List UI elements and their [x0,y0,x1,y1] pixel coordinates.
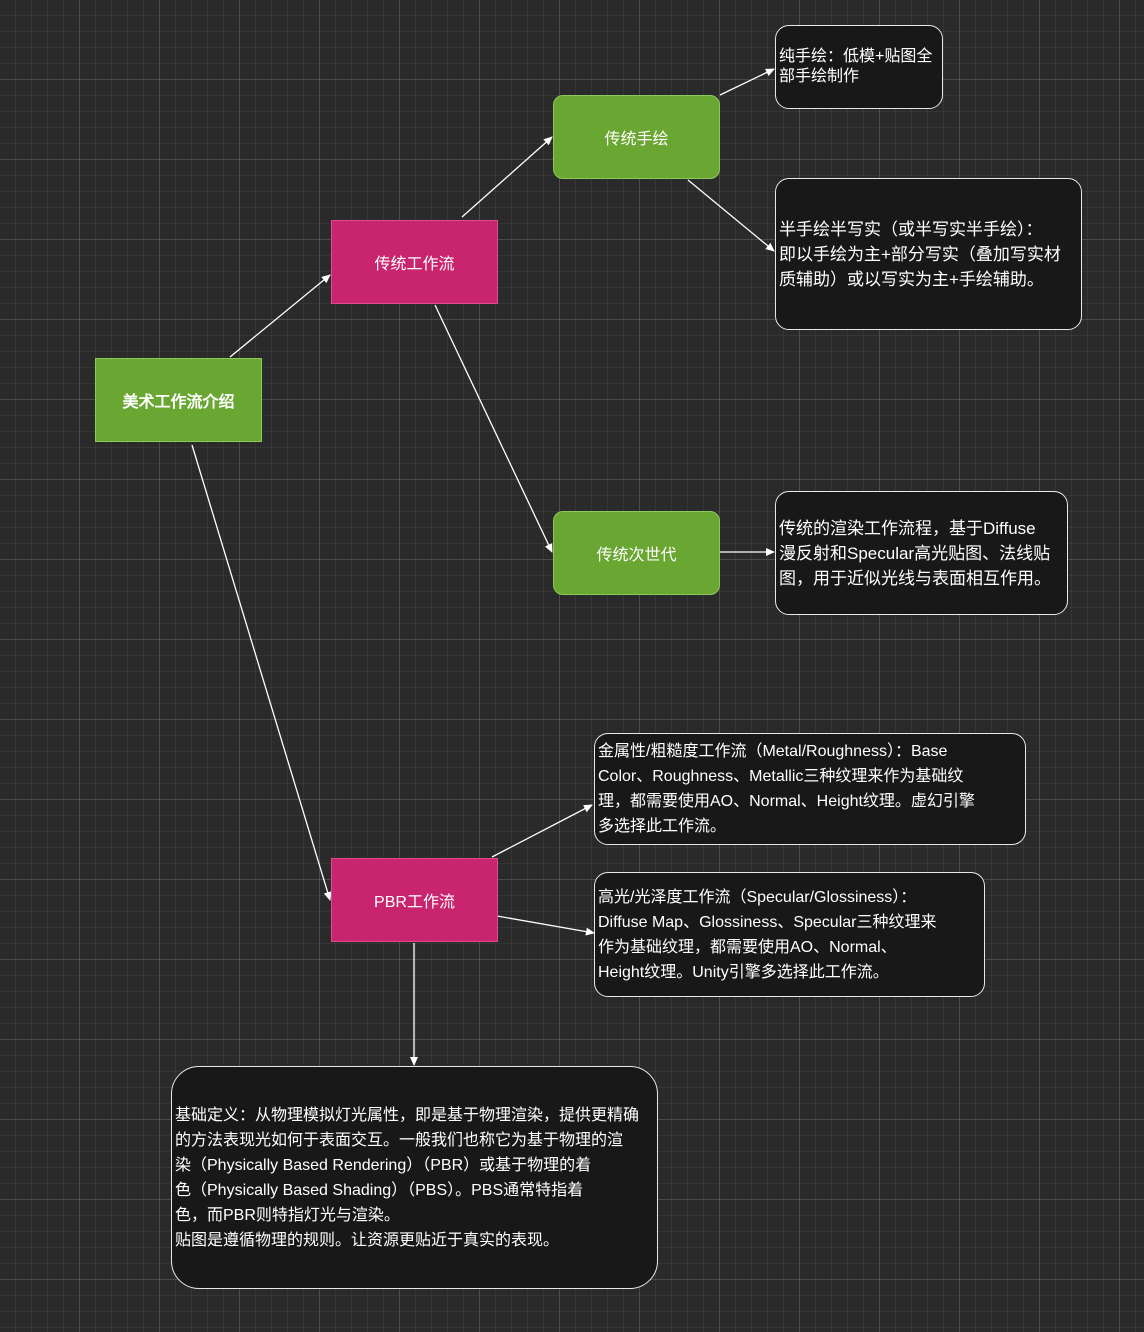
traditional-workflow-node[interactable]: 传统工作流 [331,220,498,304]
edge-root-to-traditional [229,274,331,358]
pbr-definition-note[interactable]: 基础定义：从物理模拟灯光属性，即是基于物理渲染，提供更精确 的方法表现光如何于表… [171,1066,658,1289]
metal-roughness-note[interactable]: 金属性/粗糙度工作流（Metal/Roughness）：Base Color、R… [594,733,1026,845]
edge-traditional-to-hand-painted [461,136,553,218]
next-gen-description-note[interactable]: 传统的渲染工作流程，基于Diffuse 漫反射和Specular高光贴图、法线贴… [775,491,1068,615]
semi-hand-painted-note[interactable]: 半手绘半写实（或半写实半手绘）： 即以手绘为主+部分写实（叠加写实材 质辅助）或… [775,178,1082,330]
pbr-workflow-label: PBR工作流 [374,894,455,911]
root-node-label: 美术工作流介绍 [122,394,235,411]
edge-pbr-to-metal-roughness [491,804,593,858]
pbr-definition-text: 基础定义：从物理模拟灯光属性，即是基于物理渲染，提供更精确 的方法表现光如何于表… [175,1106,640,1249]
edge-hand-painted-to-semi [687,179,775,252]
specular-glossiness-text: 高光/光泽度工作流（Specular/Glossiness）： Diffuse … [598,888,937,981]
pure-hand-painted-text: 纯手绘：低模+贴图全 部手绘制作 [779,48,933,85]
hand-painted-label: 传统手绘 [604,131,669,148]
edge-hand-painted-to-pure [719,68,775,96]
next-gen-description-text: 传统的渲染工作流程，基于Diffuse 漫反射和Specular高光贴图、法线贴… [779,518,1051,588]
next-gen-node[interactable]: 传统次世代 [553,511,720,595]
specular-glossiness-note[interactable]: 高光/光泽度工作流（Specular/Glossiness）： Diffuse … [594,872,985,997]
hand-painted-node[interactable]: 传统手绘 [553,95,720,179]
edge-root-to-pbr [191,444,332,901]
semi-hand-painted-text: 半手绘半写实（或半写实半手绘）： 即以手绘为主+部分写实（叠加写实材 质辅助）或… [779,219,1061,289]
pure-hand-painted-note[interactable]: 纯手绘：低模+贴图全 部手绘制作 [775,25,943,109]
edge-traditional-to-next-gen [434,304,553,553]
root-node[interactable]: 美术工作流介绍 [95,358,262,442]
traditional-workflow-label: 传统工作流 [374,256,455,273]
edge-pbr-to-specular-glossiness [496,915,595,936]
next-gen-label: 传统次世代 [596,547,677,564]
metal-roughness-text: 金属性/粗糙度工作流（Metal/Roughness）：Base Color、R… [598,743,975,835]
pbr-workflow-node[interactable]: PBR工作流 [331,858,498,942]
